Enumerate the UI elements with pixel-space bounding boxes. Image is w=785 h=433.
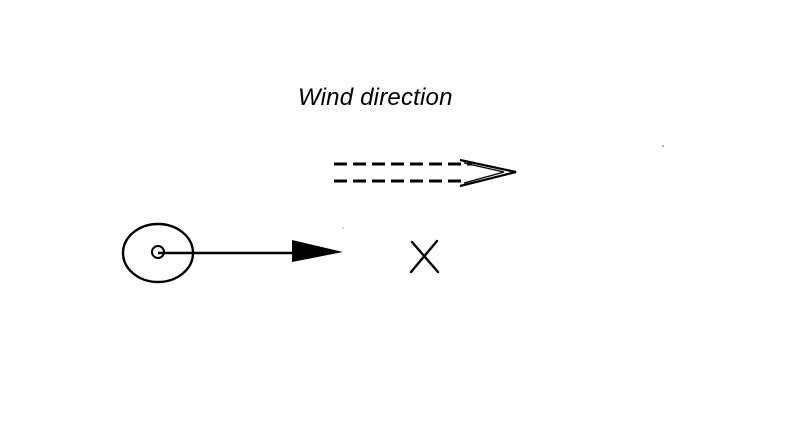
dashed-double-arrow-icon (334, 158, 517, 188)
speck (342, 227, 344, 229)
x-mark-icon (409, 239, 440, 274)
speck (662, 145, 664, 147)
solid-arrow-icon (158, 240, 343, 262)
wind-direction-label: Wind direction (298, 84, 453, 111)
